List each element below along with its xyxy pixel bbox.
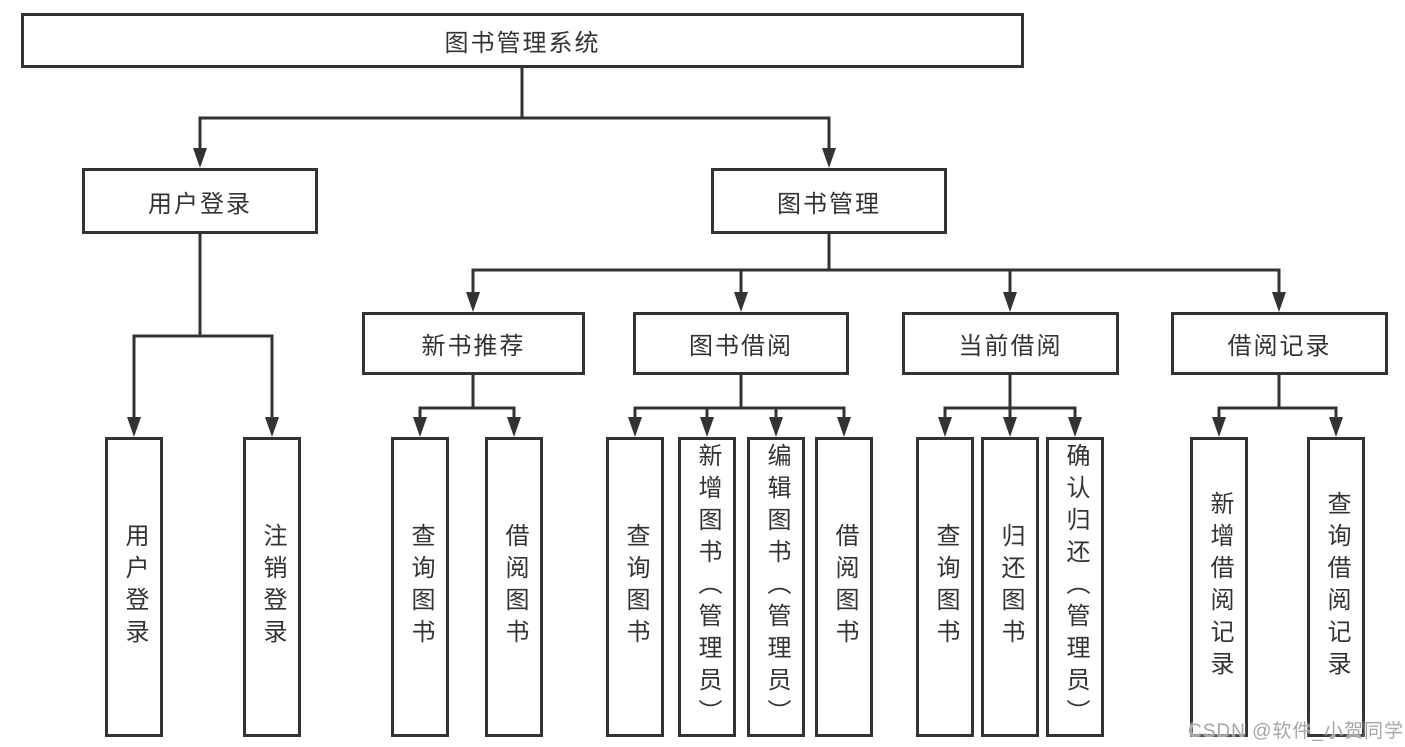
node-book-borrowing-label: 图书借阅	[689, 333, 793, 360]
leaf-newbooks-borrow-books-label: 借阅图书	[501, 523, 528, 651]
leaf-current-confirm-return-admin: 确认归还（管理员）	[1046, 437, 1104, 737]
leaf-logout: 注销登录	[243, 437, 301, 737]
leaf-user-login-label: 用户登录	[121, 523, 148, 651]
node-user-login-label: 用户登录	[148, 190, 252, 218]
node-book-management-label: 图书管理	[777, 190, 881, 218]
node-book-management: 图书管理	[711, 168, 947, 234]
leaf-borrowing-query-books: 查询图书	[606, 437, 664, 737]
csdn-watermark: CSDN @软件_小贺同学	[1188, 721, 1404, 742]
node-new-book-recommend-label: 新书推荐	[421, 333, 526, 360]
node-root-label: 图书管理系统	[444, 30, 601, 57]
leaf-borrowing-edit-books-admin: 编辑图书（管理员）	[747, 437, 805, 737]
leaf-newbooks-borrow-books: 借阅图书	[485, 437, 543, 737]
node-borrowing-records: 借阅记录	[1171, 312, 1388, 375]
node-new-book-recommend: 新书推荐	[362, 312, 585, 375]
leaf-user-login: 用户登录	[105, 437, 163, 737]
leaf-borrowing-query-books-label: 查询图书	[622, 523, 649, 651]
node-current-borrowing: 当前借阅	[902, 312, 1119, 375]
leaf-borrowing-add-books-admin: 新增图书（管理员）	[678, 437, 736, 737]
leaf-borrowing-add-books-admin-label: 新增图书（管理员）	[694, 443, 721, 731]
leaf-borrowing-borrow-books-label: 借阅图书	[831, 523, 858, 651]
leaf-borrowing-edit-books-admin-label: 编辑图书（管理员）	[763, 443, 790, 731]
leaf-records-query-record-label: 查询借阅记录	[1323, 491, 1350, 683]
leaf-current-confirm-return-admin-label: 确认归还（管理员）	[1062, 443, 1089, 731]
leaf-records-add-record-label: 新增借阅记录	[1206, 491, 1233, 683]
leaf-current-return-books: 归还图书	[981, 437, 1039, 737]
leaf-current-query-books: 查询图书	[916, 437, 974, 737]
leaf-records-add-record: 新增借阅记录	[1190, 437, 1248, 737]
leaf-records-query-record: 查询借阅记录	[1307, 437, 1365, 737]
leaf-newbooks-query-books-label: 查询图书	[407, 523, 434, 651]
leaf-current-return-books-label: 归还图书	[997, 523, 1024, 651]
node-book-borrowing: 图书借阅	[633, 312, 849, 375]
leaf-borrowing-borrow-books: 借阅图书	[815, 437, 873, 737]
leaf-newbooks-query-books: 查询图书	[391, 437, 449, 737]
node-root: 图书管理系统	[21, 13, 1024, 68]
leaf-current-query-books-label: 查询图书	[932, 523, 959, 651]
node-borrowing-records-label: 借阅记录	[1227, 333, 1332, 360]
leaf-logout-label: 注销登录	[259, 523, 286, 651]
node-current-borrowing-label: 当前借阅	[958, 333, 1063, 360]
node-user-login: 用户登录	[82, 168, 318, 234]
